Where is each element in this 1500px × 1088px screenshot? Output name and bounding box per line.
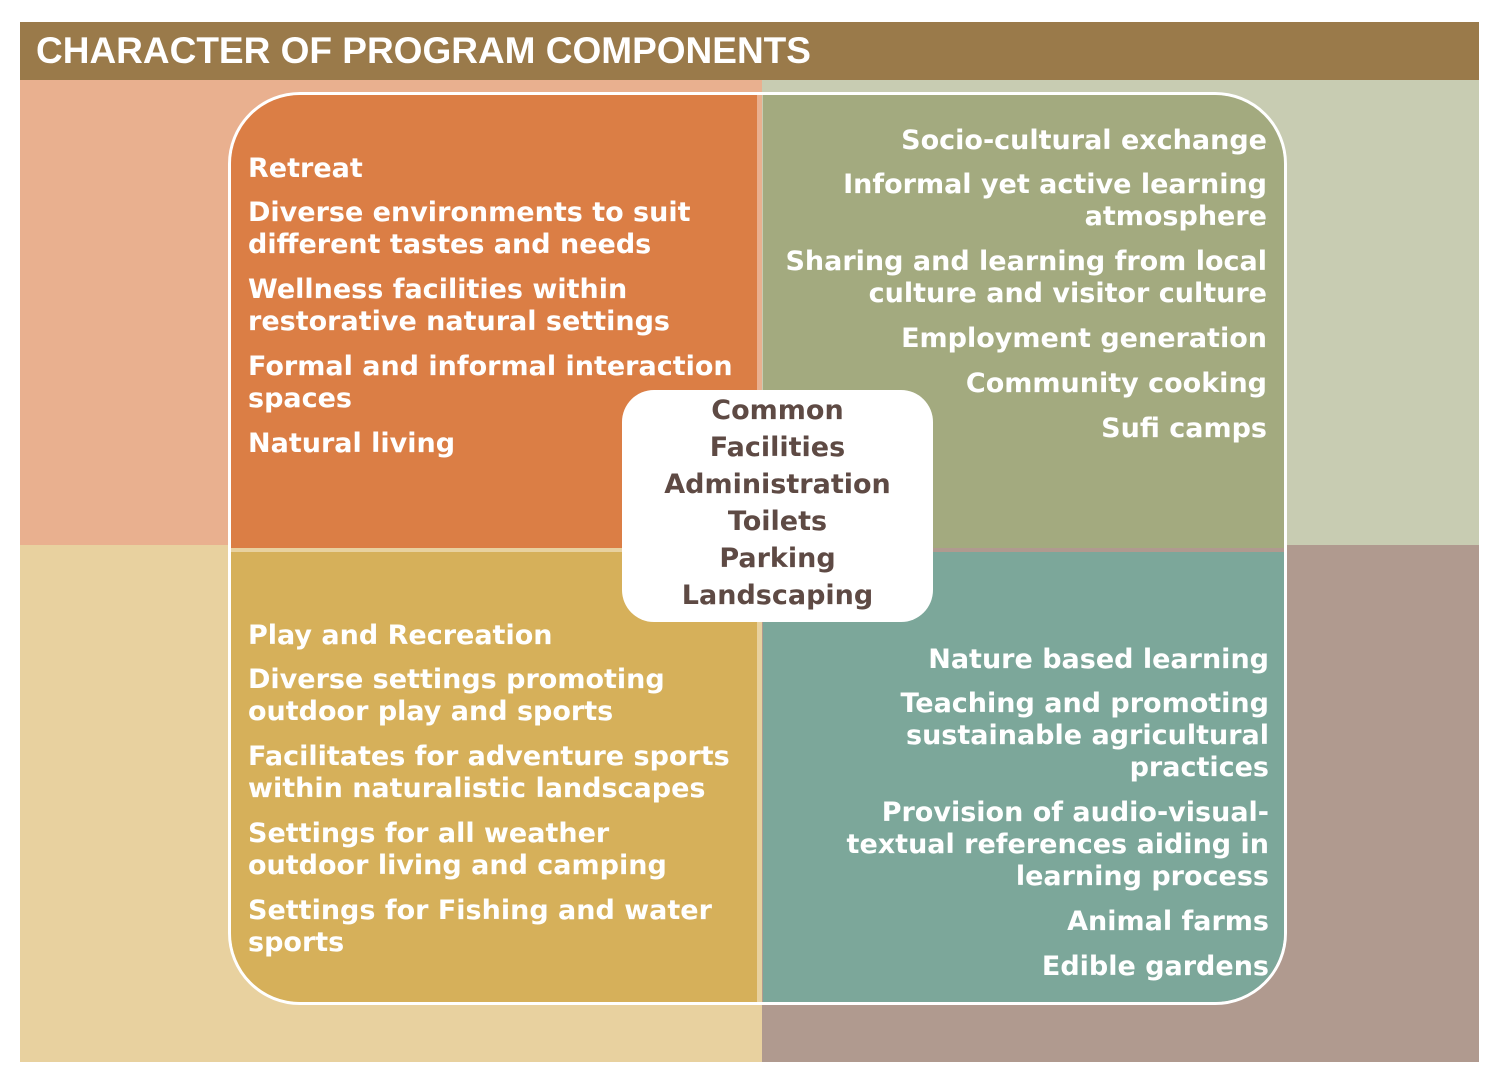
play-item: Settings for all weather outdoor living … xyxy=(248,818,667,881)
quadrant-frame xyxy=(228,92,1287,1005)
diagram-title: CHARACTER OF PROGRAM COMPONENTS xyxy=(36,30,811,71)
title-bar: CHARACTER OF PROGRAM COMPONENTS xyxy=(20,22,1479,80)
socio-cultural-text: Socio-cultural exchange Informal yet act… xyxy=(767,125,1267,458)
play-heading: Play and Recreation xyxy=(248,620,553,651)
quadrant-play xyxy=(231,552,757,1002)
retreat-item: Natural living xyxy=(248,428,456,459)
socio-cultural-item: Sharing and learning from local culture … xyxy=(785,246,1267,309)
retreat-text: Retreat Diverse environments to suit dif… xyxy=(248,153,748,473)
play-item: Settings for Fishing and water sports xyxy=(248,895,712,958)
socio-cultural-item: Sufi camps xyxy=(1101,413,1267,444)
common-facilities-item: Toilets xyxy=(727,506,828,537)
play-item: Diverse settings promoting outdoor play … xyxy=(248,664,665,727)
retreat-item: Wellness facilities within restorative n… xyxy=(248,274,670,337)
quadrant-nature xyxy=(763,552,1284,1002)
nature-item: Edible gardens xyxy=(1041,951,1269,982)
socio-cultural-item: Community cooking xyxy=(965,368,1267,399)
common-facilities-heading: Common xyxy=(711,395,844,426)
nature-text: Nature based learning Teaching and promo… xyxy=(769,644,1269,996)
retreat-item: Formal and informal interaction spaces xyxy=(248,351,733,414)
socio-cultural-heading: Socio-cultural exchange xyxy=(901,125,1267,156)
play-item: Facilitates for adventure sports within … xyxy=(248,741,730,804)
common-facilities-item: Administration xyxy=(664,469,891,500)
common-facilities-box: Common Facilities Administration Toilets… xyxy=(622,390,933,622)
nature-heading: Nature based learning xyxy=(928,644,1269,675)
nature-item: Provision of audio-visual-textual refere… xyxy=(846,797,1269,892)
nature-item: Animal farms xyxy=(1067,906,1269,937)
play-text: Play and Recreation Diverse settings pro… xyxy=(248,620,748,972)
retreat-item: Diverse environments to suit different t… xyxy=(248,197,691,260)
common-facilities-heading: Facilities xyxy=(709,432,846,463)
socio-cultural-item: Informal yet active learning atmosphere xyxy=(843,169,1267,232)
common-facilities-item: Landscaping xyxy=(681,580,874,611)
common-facilities-item: Parking xyxy=(719,543,836,574)
socio-cultural-item: Employment generation xyxy=(901,323,1267,354)
nature-item: Teaching and promoting sustainable agric… xyxy=(900,688,1269,783)
retreat-heading: Retreat xyxy=(248,153,363,184)
